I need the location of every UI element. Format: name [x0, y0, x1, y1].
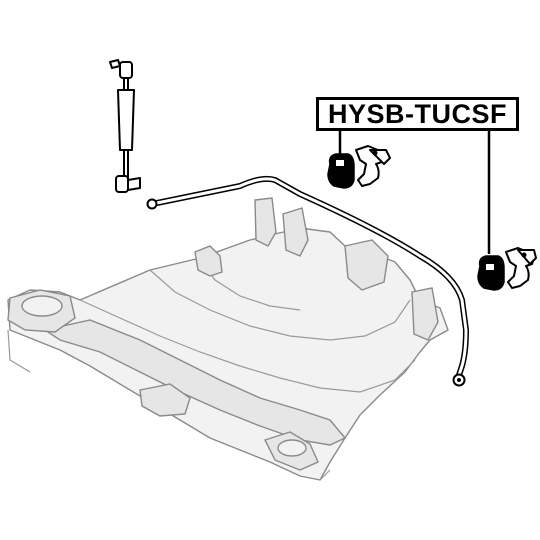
stabilizer-link — [109, 59, 141, 193]
bushing-upper — [327, 153, 355, 189]
bracket-upper — [355, 145, 391, 187]
bushing-lower — [477, 255, 505, 291]
stabilizer-bar — [146, 175, 469, 387]
front-subframe — [7, 197, 449, 481]
bracket-lower — [505, 247, 537, 289]
callout-leaders — [338, 131, 491, 254]
part-number-label: HYSB-TUCSF — [316, 97, 519, 131]
